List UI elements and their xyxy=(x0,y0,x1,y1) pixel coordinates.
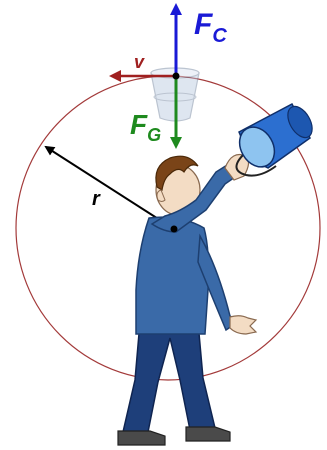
centripetal-force-label: FC xyxy=(194,8,227,47)
centripetal-force-label-sub: C xyxy=(212,25,227,47)
gravity-force-label-main: F xyxy=(130,109,148,140)
person-torso xyxy=(136,217,209,334)
shoulder-center-dot xyxy=(171,226,178,233)
gravity-force-label: FG xyxy=(130,109,161,145)
shoe-left xyxy=(118,431,165,445)
bucket-center-dot xyxy=(173,73,180,80)
hand-right xyxy=(230,316,256,334)
velocity-label: v xyxy=(134,52,145,72)
gravity-force-label-sub: G xyxy=(147,125,161,145)
shoe-right xyxy=(186,427,230,441)
person xyxy=(118,155,256,446)
person-legs xyxy=(123,322,215,432)
centripetal-force-label-main: F xyxy=(194,8,213,41)
radius-label: r xyxy=(92,188,101,210)
